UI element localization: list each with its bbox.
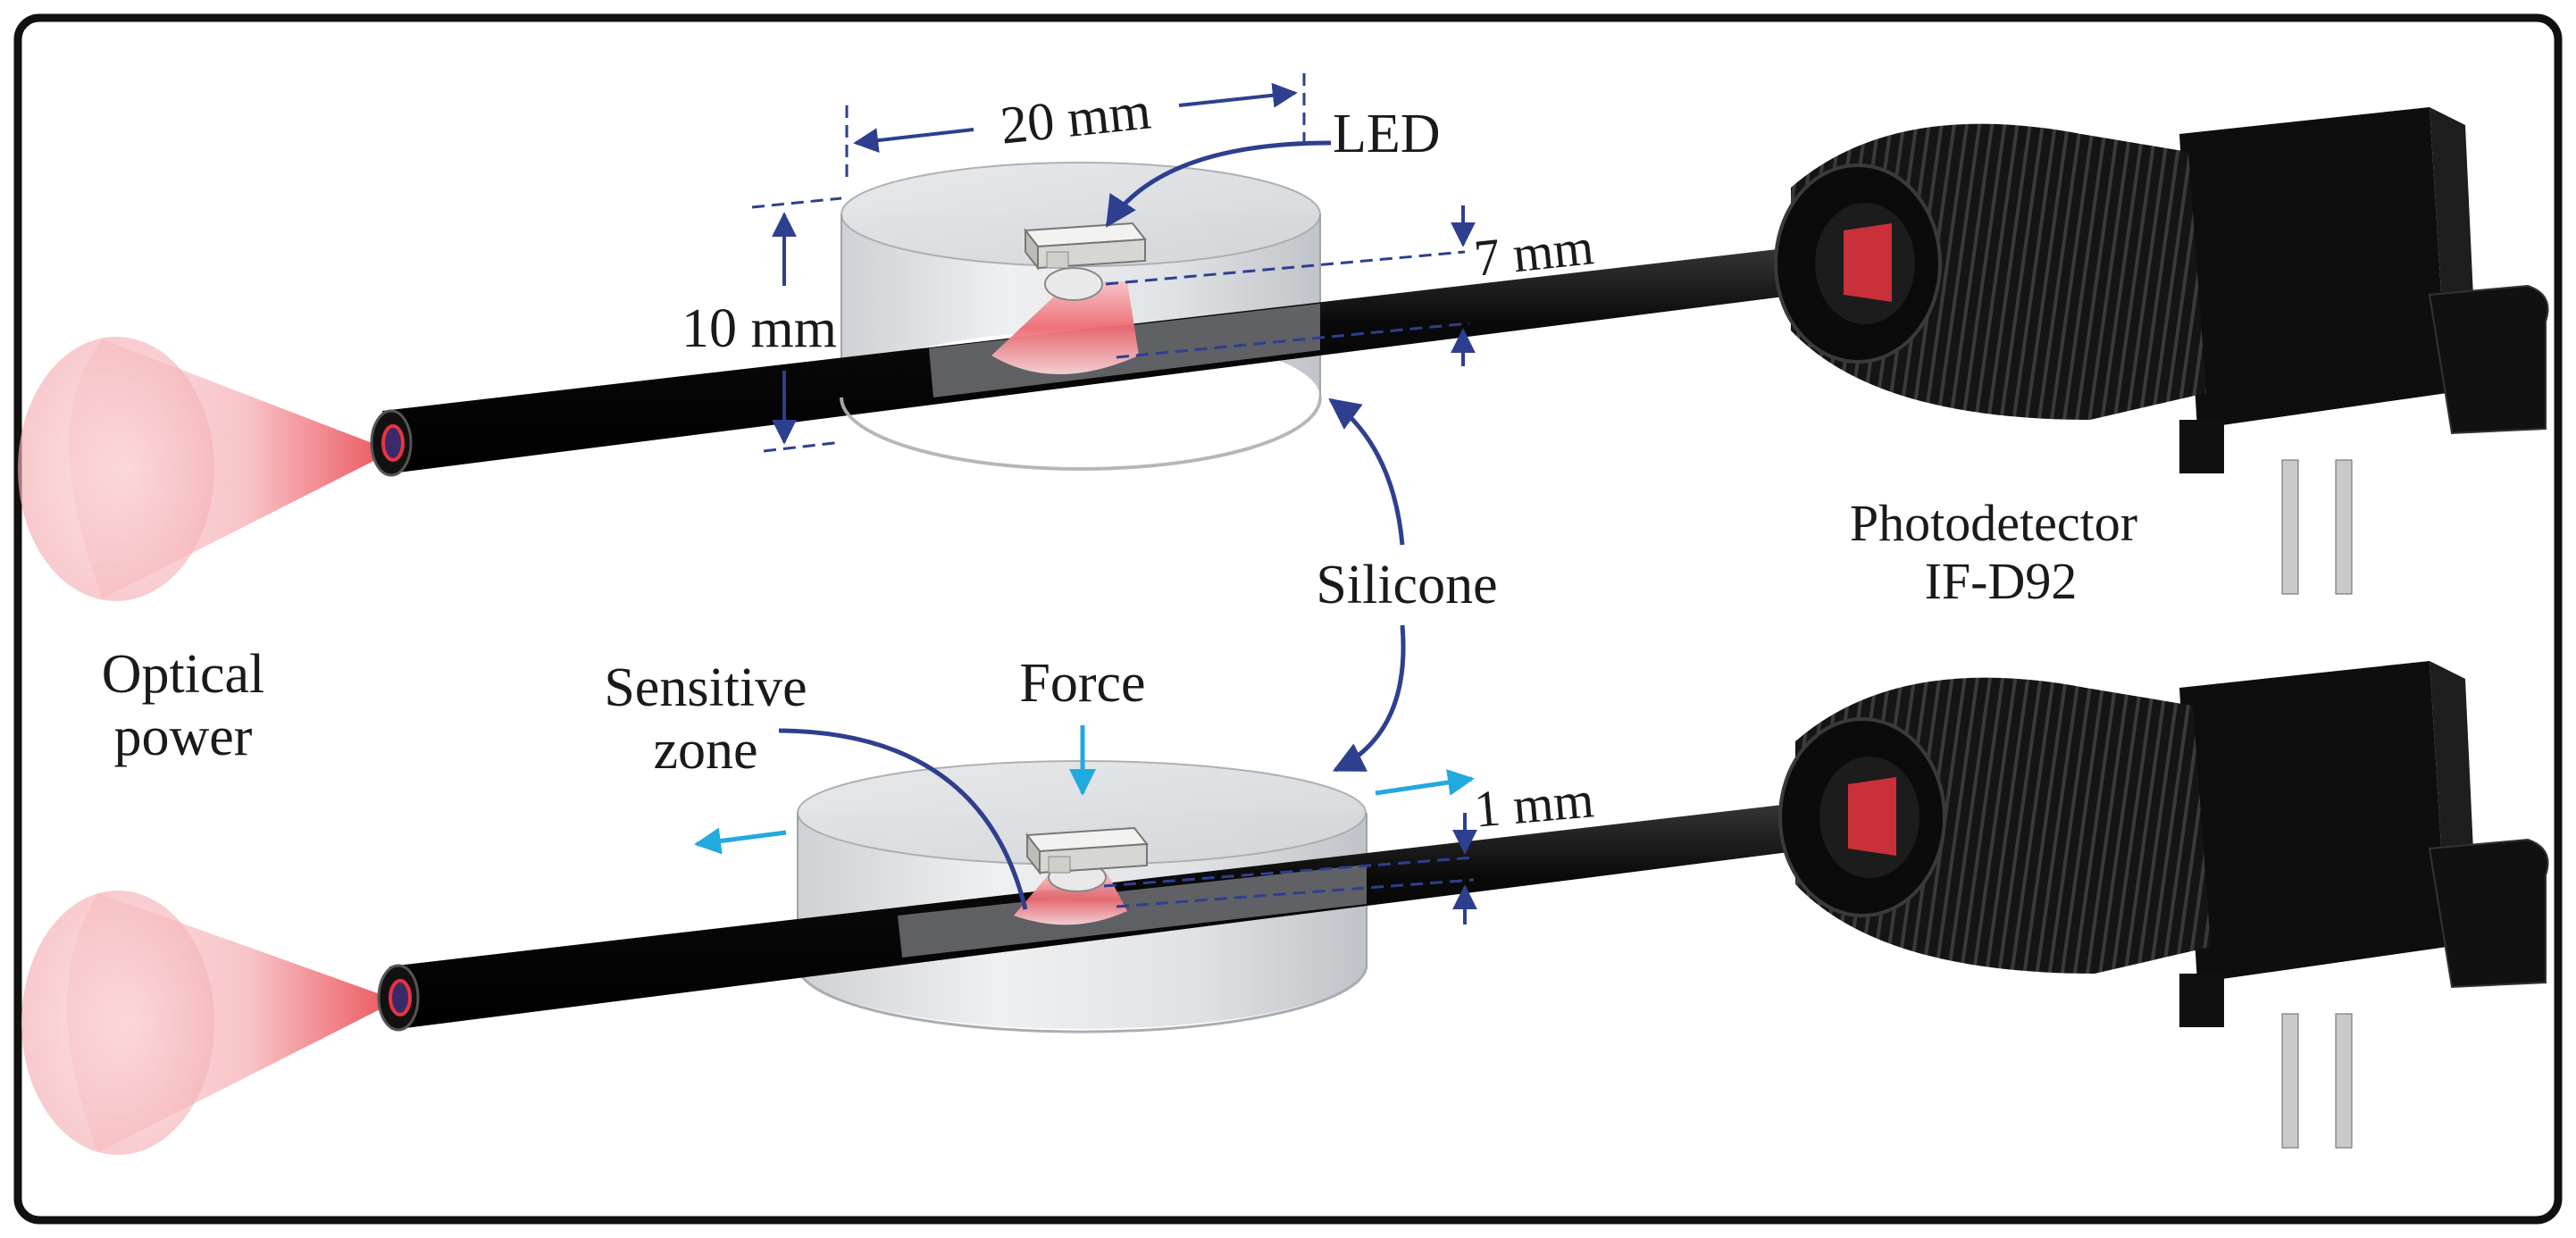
photodetector-model-label: IF-D92 (1925, 552, 2078, 610)
dimension-10mm: 10 mm (682, 197, 842, 453)
expansion-arrow-right (1375, 769, 1475, 796)
dimension-top-gap-label: 7 mm (1471, 217, 1596, 288)
led-label: LED (1333, 104, 1441, 164)
photodetector-icon (1774, 107, 2549, 595)
force-label: Force (1019, 653, 1145, 714)
optical-fiber-icon (377, 795, 1873, 1032)
silicone-label: Silicone (1316, 555, 1497, 615)
dimension-height-label: 10 mm (682, 298, 837, 359)
sensitive-zone-pointer: Sensitive zone (604, 657, 1028, 910)
expansion-arrow-left (694, 827, 787, 855)
light-cone-icon (21, 891, 397, 1155)
photodetector-icon (1778, 661, 2549, 1149)
led-chip-icon (1024, 222, 1147, 271)
dimension-7mm: 7 mm (1105, 205, 1596, 366)
optical-power-label: Optical (102, 644, 265, 705)
optical-power-label-line2: power (114, 707, 253, 767)
sensitive-zone-label-line2: zone (653, 720, 757, 781)
dimension-1mm: 1 mm (1103, 770, 1596, 924)
bottom-assembly (21, 661, 2549, 1155)
led-light-top (991, 267, 1139, 374)
light-cone-icon (18, 337, 393, 601)
led-pointer: LED (1105, 104, 1441, 228)
led-chip-icon (1025, 826, 1149, 875)
force-arrow: Force (1019, 653, 1146, 796)
dimension-bottom-gap-label: 1 mm (1472, 770, 1596, 838)
silicone-pointer: Silicone (1316, 397, 1498, 773)
annotations: 20 mm LED 10 mm 7 mm Photodetector IF-D9… (102, 73, 2137, 924)
sensitive-zone-label: Sensitive (604, 657, 807, 718)
photodetector-label: Photodetector (1850, 494, 2137, 552)
